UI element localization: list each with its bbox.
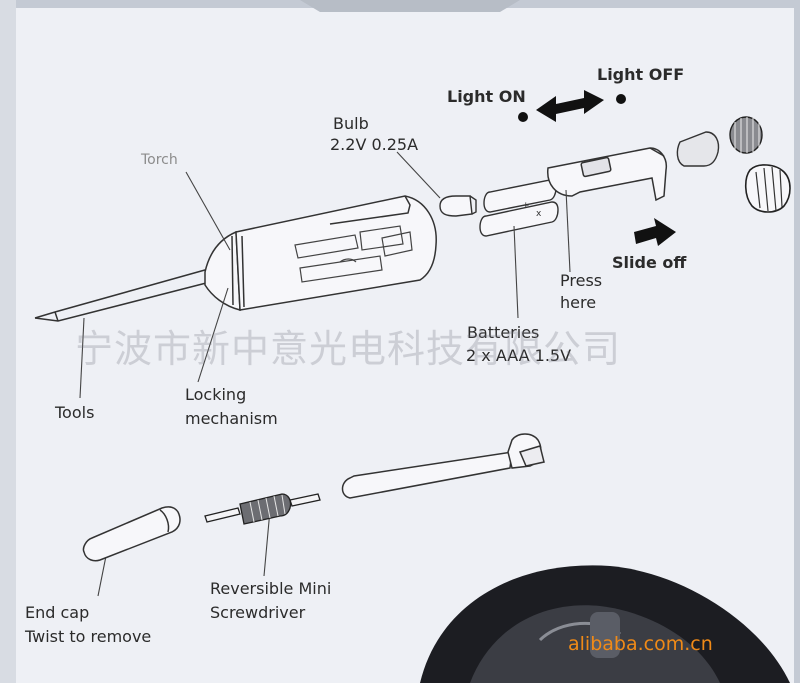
locking-label-line1: Locking xyxy=(185,384,246,406)
tools-label: Tools xyxy=(55,402,94,424)
left-edge-shade xyxy=(0,0,16,683)
locking-label-line2: mechanism xyxy=(185,408,278,430)
top-blister-shadow xyxy=(300,0,520,12)
reversible-label-line2: Screwdriver xyxy=(210,602,305,624)
endcap-label-line1: End cap xyxy=(25,602,89,624)
bulb-part xyxy=(440,196,476,216)
light-on-label: Light ON xyxy=(447,86,526,108)
torch-label: Torch xyxy=(141,149,178,171)
endcap-label-line2: Twist to remove xyxy=(25,626,151,648)
light-on-dot xyxy=(518,112,528,122)
bulb-title: Bulb xyxy=(333,113,369,135)
reversible-label-line1: Reversible Mini xyxy=(210,578,331,600)
cap-large xyxy=(746,165,790,212)
light-off-dot xyxy=(616,94,626,104)
press-label-line1: Press xyxy=(560,270,602,292)
press-label-line2: here xyxy=(560,292,596,314)
company-watermark: 宁波市新中意光电科技有限公司 xyxy=(75,318,621,373)
slide-off-label: Slide off xyxy=(612,252,686,274)
svg-text:+: + xyxy=(522,201,530,211)
cap-knurled xyxy=(730,117,762,153)
site-watermark: alibaba.com.cn xyxy=(568,633,713,655)
svg-text:x: x xyxy=(536,209,542,219)
bulb-spec: 2.2V 0.25A xyxy=(330,134,418,156)
light-off-label: Light OFF xyxy=(597,64,684,86)
